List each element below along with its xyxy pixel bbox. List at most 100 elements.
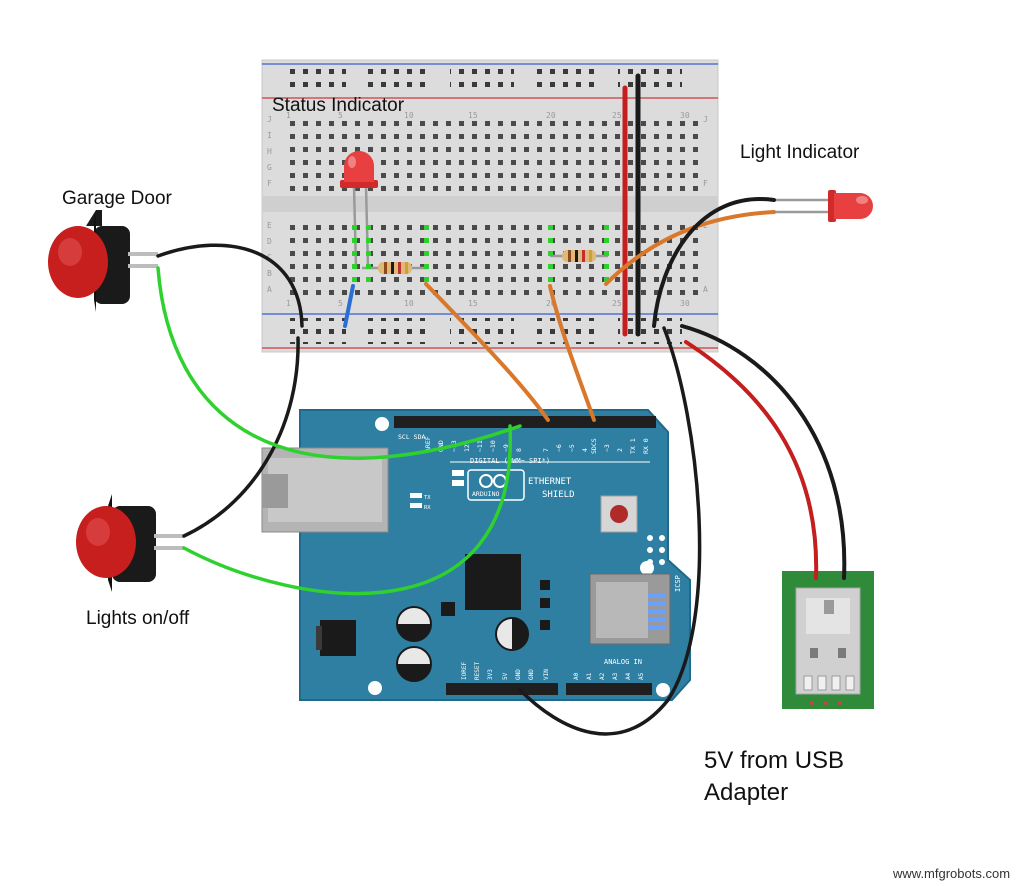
row-letter-f-right: F — [703, 179, 708, 188]
pin-label-tx1: TX 1 — [629, 438, 637, 454]
pin-label-a1: A1 — [586, 672, 593, 680]
resistor-light — [550, 250, 608, 262]
pin-label-a2: A2 — [599, 672, 606, 680]
arduino-logo: ARDUINO — [467, 469, 525, 501]
pin-label-a3: A3 — [612, 672, 619, 680]
col-number-10-top: 10 — [404, 111, 414, 120]
pin-label-gnd-1: GND — [515, 669, 522, 680]
row-letter-g: G — [267, 163, 272, 172]
pin-label-rx0: RX 0 — [642, 438, 650, 454]
pin-label-a0: A0 — [573, 672, 580, 680]
pin-label-scl-sda: SCL SDA — [398, 433, 425, 441]
row-letter-h: H — [267, 147, 272, 156]
row-letter-e: E — [267, 221, 272, 230]
pin-label-aref: AREF — [424, 436, 432, 452]
pin-label-vin: VIN — [543, 669, 550, 680]
row-letter-d: D — [267, 237, 272, 246]
wire-light-indicator-cathode — [652, 197, 776, 328]
analog-in-label: ANALOG IN — [604, 658, 642, 666]
wire-usb-5v — [684, 340, 819, 580]
reset-button[interactable] — [600, 495, 638, 533]
col-number-25-bottom: 25 — [612, 299, 622, 308]
label-lights-on-off: Lights on/off — [86, 608, 190, 629]
voltage-regulator — [320, 620, 356, 656]
icsp-header — [647, 535, 665, 565]
wire-lights-signal — [182, 424, 512, 596]
row-letter-c: C — [267, 253, 272, 262]
col-number-1-bottom: 1 — [286, 299, 291, 308]
wire-lights-ground — [182, 336, 300, 538]
pin-label-2: 2 — [616, 448, 624, 452]
lights-on-off-button — [76, 494, 184, 592]
wire-garage-door-ground — [156, 243, 304, 328]
top-header-labels: SCL SDA — [398, 433, 425, 441]
icsp-label: ICSP — [674, 575, 682, 592]
pin-label-gnd-2: GND — [528, 669, 535, 680]
col-number-30-top: 30 — [680, 111, 690, 120]
rx-led — [410, 503, 422, 508]
wire-usb-ground — [680, 324, 847, 580]
garage-door-button — [48, 210, 158, 312]
pin-label-11: ~11 — [476, 440, 484, 452]
pin-label-12: 12 — [463, 444, 471, 452]
blue-jumper-wire — [343, 284, 355, 328]
row-letter-a: A — [267, 285, 272, 294]
col-number-30-bottom: 30 — [680, 299, 690, 308]
label-usb-power-line1: 5V from USB — [704, 747, 845, 774]
pin-label-6: ~6 — [555, 444, 563, 452]
col-number-15-top: 15 — [468, 111, 478, 120]
pin-label-ioref: IOREF — [461, 662, 468, 680]
sd-card-slot — [589, 573, 671, 645]
col-number-10-bottom: 10 — [404, 299, 414, 308]
pin-label-5v: 5V — [502, 672, 509, 680]
pin-label-5: ~5 — [568, 444, 576, 452]
resistor-status — [362, 262, 428, 274]
label-light-indicator: Light Indicator — [740, 142, 860, 163]
light-indicator-led — [770, 190, 873, 222]
label-status-indicator: Status Indicator — [272, 95, 405, 116]
shield-title-line1: ETHERNET — [528, 477, 572, 487]
col-number-1-top: 1 — [286, 111, 291, 120]
pin-label-10: ~10 — [489, 440, 497, 452]
ethernet-chip — [465, 554, 521, 610]
wire-garage-door-signal — [156, 266, 522, 460]
col-number-20-bottom: 20 — [546, 299, 556, 308]
pin-label-a4: A4 — [625, 672, 632, 680]
pin-label-reset: RESET — [474, 662, 481, 680]
col-number-5-bottom: 5 — [338, 299, 343, 308]
pin-label-3v3: 3V3 — [487, 669, 494, 680]
pin-label-gnd: GND — [437, 440, 445, 452]
pin-label-sdcs: SDCS — [590, 438, 598, 454]
col-number-20-top: 20 — [546, 111, 556, 120]
tx-label: TX — [424, 495, 431, 501]
col-number-15-bottom: 15 — [468, 299, 478, 308]
wire-light-led-pin — [548, 284, 596, 422]
col-number-5-top: 5 — [338, 111, 343, 120]
pin-label-a5: A5 — [638, 672, 645, 680]
row-letter-a-right: A — [703, 285, 708, 294]
row-letter-j: J — [267, 115, 272, 124]
watermark: www.mfgrobots.com — [893, 866, 1011, 881]
usb-power-adapter — [782, 571, 874, 709]
row-letter-b: B — [267, 269, 272, 278]
arduino-ethernet-shield: SCL SDA AREF GND ~13 12 ~11 ~10 ~9 8 7 ~… — [261, 409, 691, 701]
row-letter-j-right: J — [703, 115, 708, 124]
rx-label: RX — [424, 505, 431, 511]
label-usb-power-line2: Adapter — [704, 779, 789, 807]
shield-title-line2: SHIELD — [542, 490, 575, 500]
breadboard: J I H G F E D C B A J F E A 1 5 10 15 20… — [261, 59, 719, 353]
col-number-25-top: 25 — [612, 111, 622, 120]
wire-light-indicator-anode — [604, 210, 776, 286]
wire-status-led-pin — [424, 282, 550, 422]
pin-label-3: ~3 — [603, 444, 611, 452]
pin-label-7: 7 — [542, 448, 550, 452]
label-garage-door: Garage Door — [62, 188, 172, 209]
arduino-logo-text: ARDUINO — [472, 490, 499, 498]
pin-label-4: 4 — [581, 448, 589, 452]
tx-led — [410, 493, 422, 498]
pin-label-8: 8 — [515, 448, 523, 452]
row-letter-f: F — [267, 179, 272, 188]
ethernet-jack — [261, 447, 389, 533]
pin-label-9: ~9 — [502, 444, 510, 452]
